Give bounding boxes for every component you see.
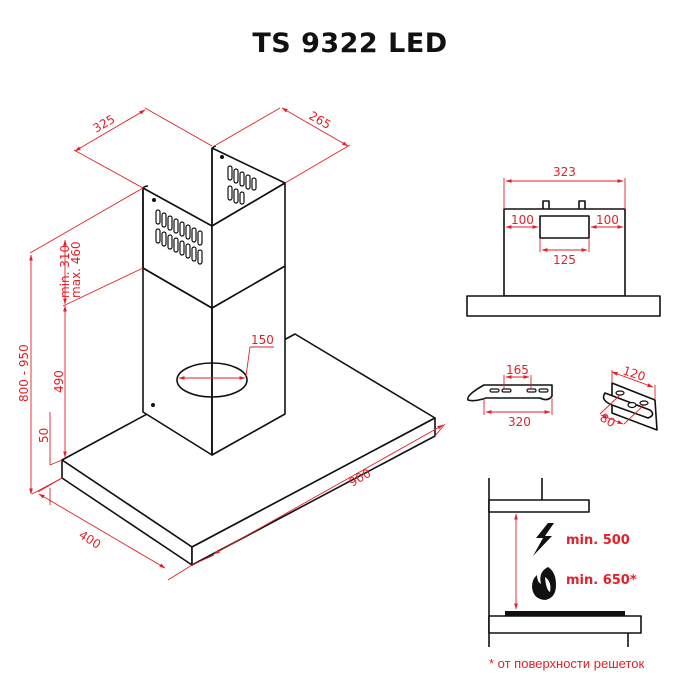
dim-total-height: 800 - 950 xyxy=(17,344,31,402)
dim-120: 120 xyxy=(621,364,647,384)
isometric-hood: 325 265 min. 310 max. 460 490 800 - 950 … xyxy=(17,107,446,581)
dim-max-460: max. 460 xyxy=(69,241,83,298)
installation-clearance: min. 500 min. 650* * от поверхности реше… xyxy=(488,478,644,671)
dim-490: 490 xyxy=(52,370,66,393)
bracket-corner: 120 80 xyxy=(598,364,658,431)
page-title: TS 9322 LED xyxy=(252,28,448,59)
dim-50: 50 xyxy=(37,428,51,443)
front-view: 323 100 100 125 xyxy=(466,165,661,317)
dim-125: 125 xyxy=(553,253,576,267)
dim-left-100: 100 xyxy=(511,213,534,227)
dim-400: 400 xyxy=(76,528,103,552)
dim-80: 80 xyxy=(598,410,618,430)
bracket-long: 165 320 xyxy=(467,363,553,429)
dim-165: 165 xyxy=(506,363,529,377)
dim-chimney-width: 265 xyxy=(307,108,334,132)
upper-chimney xyxy=(142,145,286,309)
dim-chimney-depth: 325 xyxy=(91,112,118,136)
flame-icon xyxy=(532,567,556,600)
vent-slots-left xyxy=(155,209,203,265)
lightning-icon xyxy=(533,523,554,556)
dim-323: 323 xyxy=(553,165,576,179)
dim-320: 320 xyxy=(508,415,531,429)
dim-min-310: min. 310 xyxy=(58,245,72,298)
vent-slots-back xyxy=(227,165,257,205)
footnote: * от поверхности решеток xyxy=(489,656,644,671)
dim-right-100: 100 xyxy=(596,213,619,227)
electric-clearance-label: min. 500 xyxy=(566,533,630,548)
dim-150: 150 xyxy=(251,333,274,347)
gas-clearance-label: min. 650* xyxy=(566,573,637,588)
